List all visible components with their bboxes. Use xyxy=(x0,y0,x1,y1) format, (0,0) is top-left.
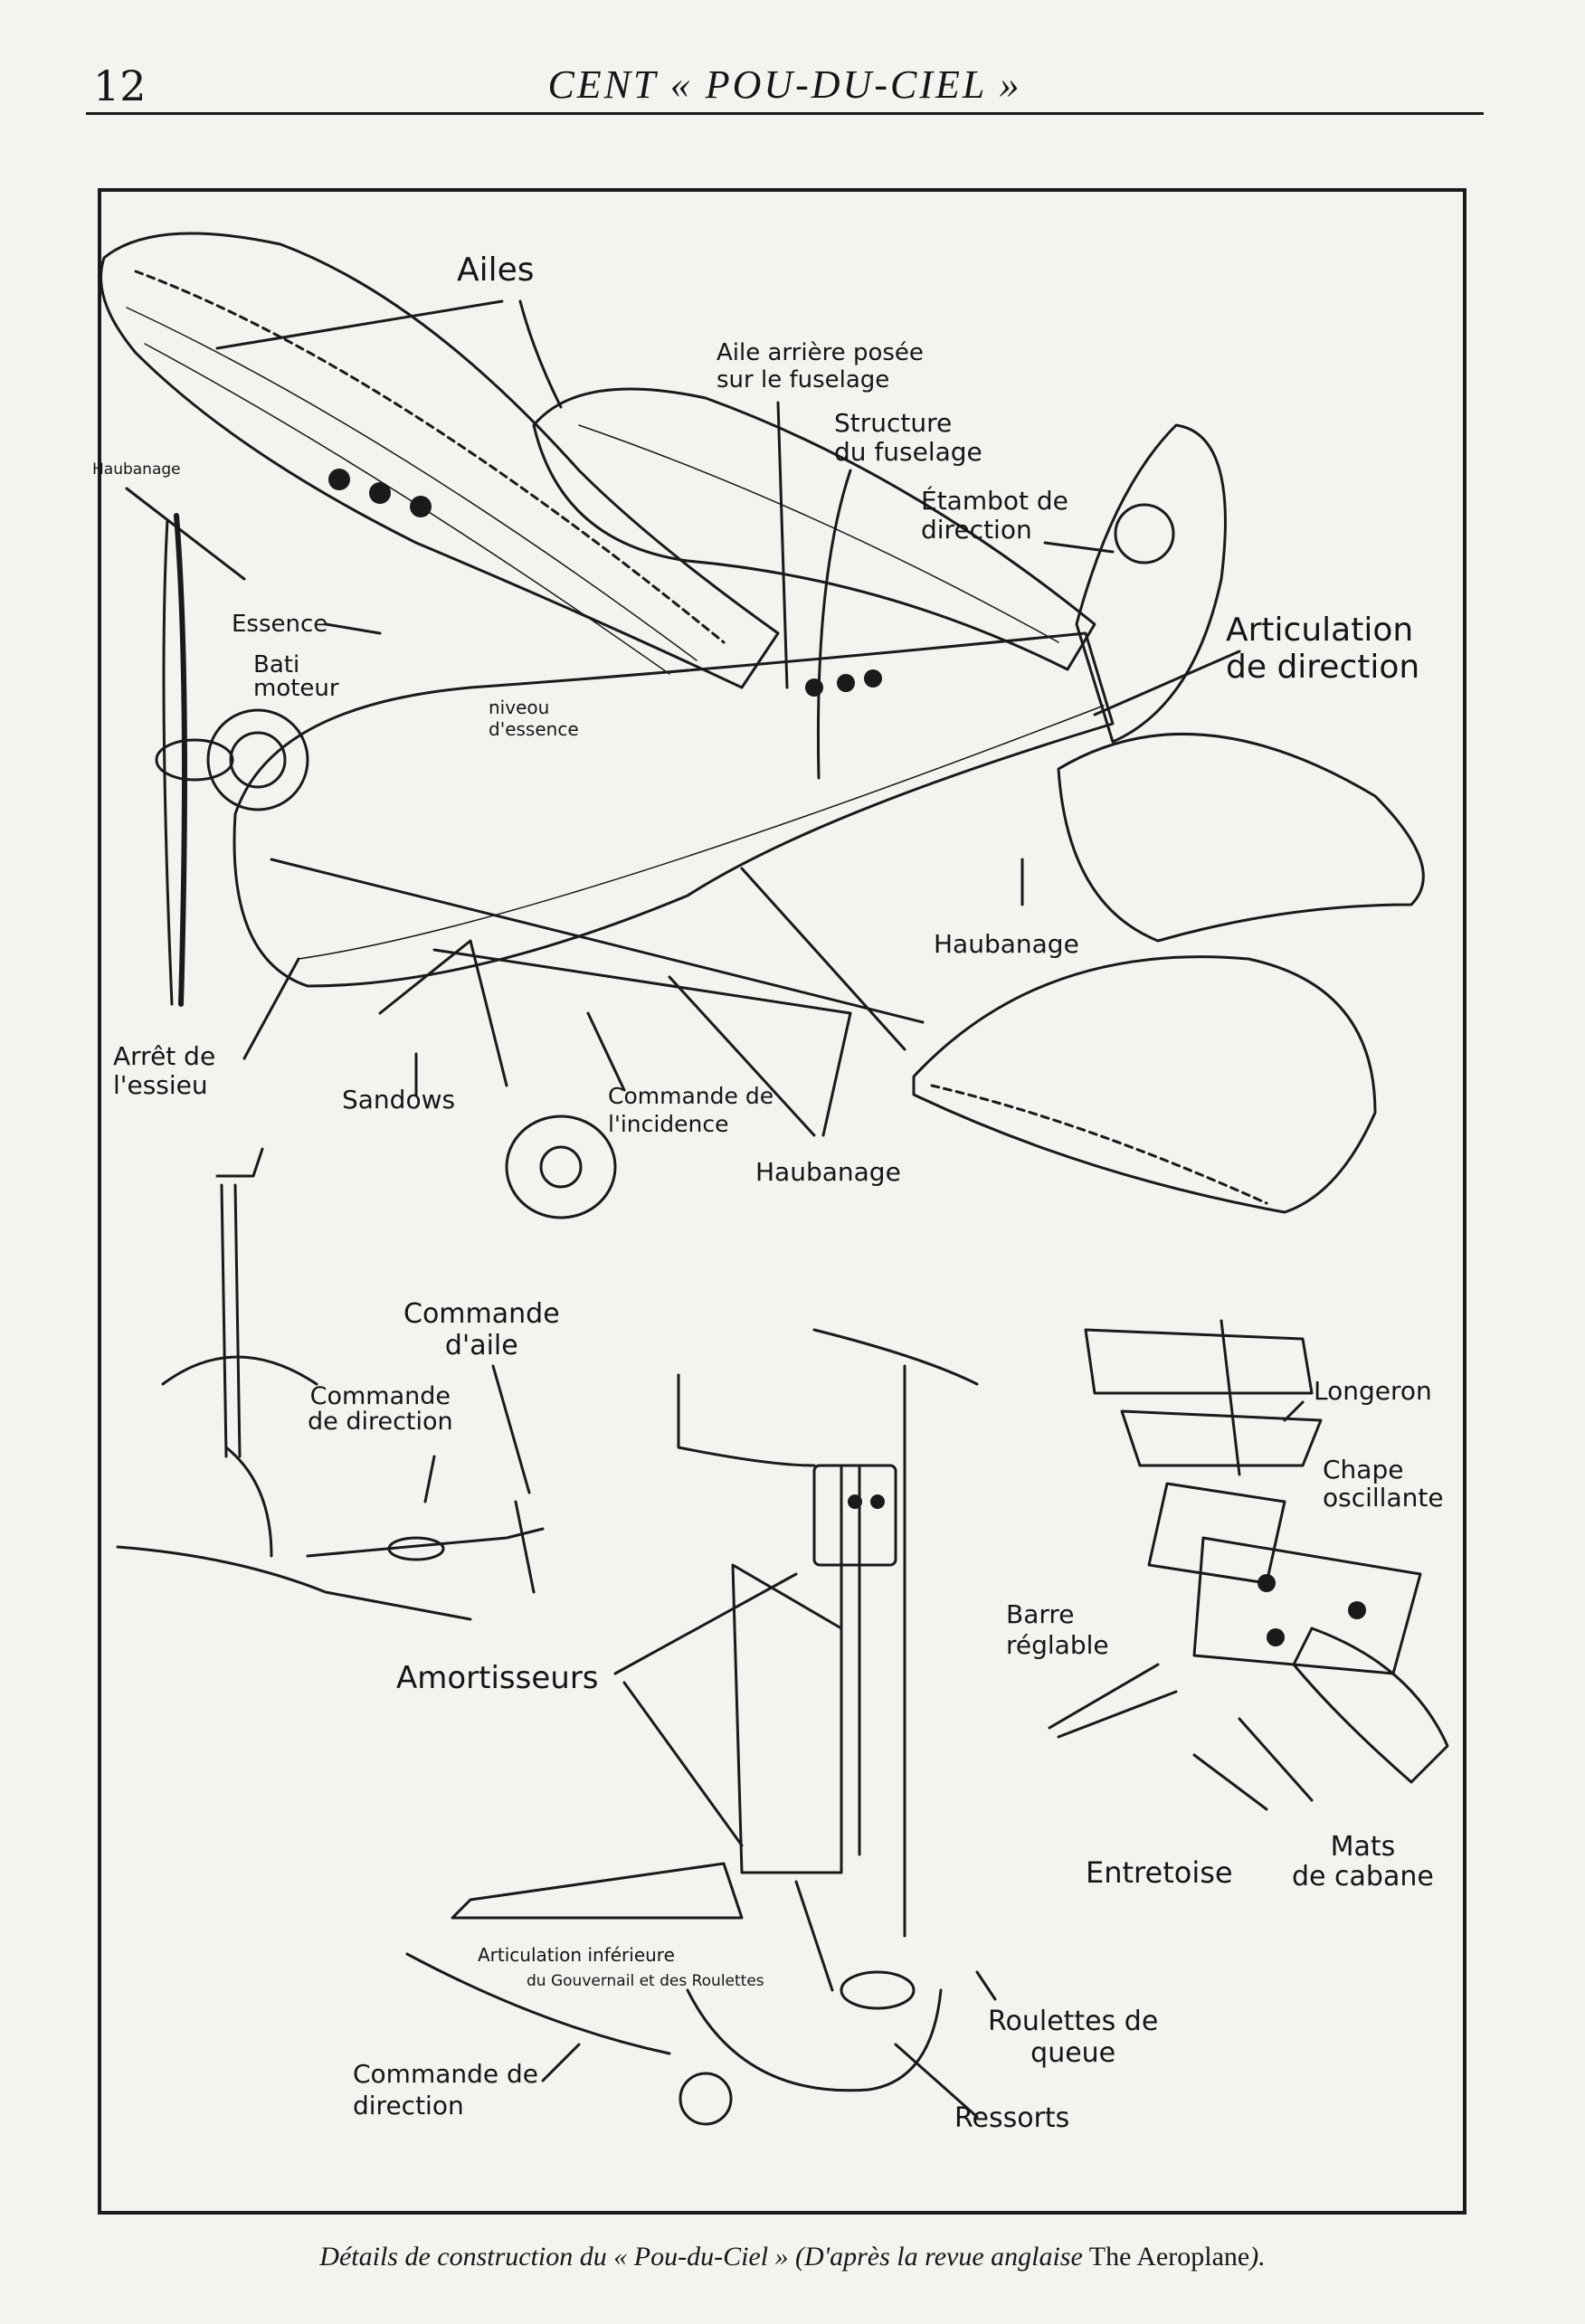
label-arret: Arrêt de l'essieu xyxy=(113,1041,216,1101)
label-barre: Barre réglable xyxy=(1006,1599,1109,1660)
label-sandows: Sandows xyxy=(342,1085,456,1115)
label-haubanage-right: Haubanage xyxy=(934,929,1079,959)
label-commande-direction-upper: Commande de direction xyxy=(308,1382,453,1437)
label-commande-aile: Commande d'aile xyxy=(403,1298,560,1361)
page-number: 12 xyxy=(93,62,147,110)
label-entretoise: Entretoise xyxy=(1086,1855,1233,1890)
label-articulation-inferieure-1: Articulation inférieure xyxy=(478,1944,675,1966)
caption-end: ). xyxy=(1249,2242,1266,2272)
caption-source: The Aeroplane xyxy=(1088,2242,1250,2272)
label-aile-arriere: Aile arrière posée sur le fuselage xyxy=(717,339,924,394)
label-structure: Structure du fuselage xyxy=(834,408,982,468)
label-amortisseurs: Amortisseurs xyxy=(396,1660,599,1696)
label-articulation-direction: Articulation de direction xyxy=(1226,612,1420,687)
header-rule xyxy=(86,112,1484,115)
label-essence: Essence xyxy=(232,611,328,638)
label-chape: Chape oscillante xyxy=(1323,1455,1444,1513)
caption-text: Détails de construction du « Pou-du-Ciel… xyxy=(319,2242,1083,2272)
label-commande-direction-lower: Commande de direction xyxy=(353,2059,539,2120)
label-niveou: niveou d'essence xyxy=(489,697,579,740)
figure-frame xyxy=(98,188,1466,2215)
label-ressorts: Ressorts xyxy=(954,2102,1070,2134)
page-header: 12 CENT « POU-DU-CIEL » xyxy=(86,52,1484,116)
label-ailes: Ailes xyxy=(457,251,535,289)
label-mats: Mats de cabane xyxy=(1292,1831,1434,1892)
label-roulettes: Roulettes de queue xyxy=(988,2006,1159,2069)
figure-caption: Détails de construction du « Pou-du-Ciel… xyxy=(0,2242,1585,2272)
label-commande-incidence: Commande de l'incidence xyxy=(608,1083,774,1138)
label-haubanage-bottom: Haubanage xyxy=(755,1157,901,1187)
running-title: CENT « POU-DU-CIEL » xyxy=(547,62,1022,107)
label-articulation-inferieure-2: du Gouvernail et des Roulettes xyxy=(527,1972,764,1990)
label-bati-moteur: Bati moteur xyxy=(253,651,339,702)
label-longeron: Longeron xyxy=(1314,1376,1432,1406)
label-etambot: Étambot de direction xyxy=(921,486,1068,545)
label-haubanage-left: Haubanage xyxy=(92,460,181,479)
